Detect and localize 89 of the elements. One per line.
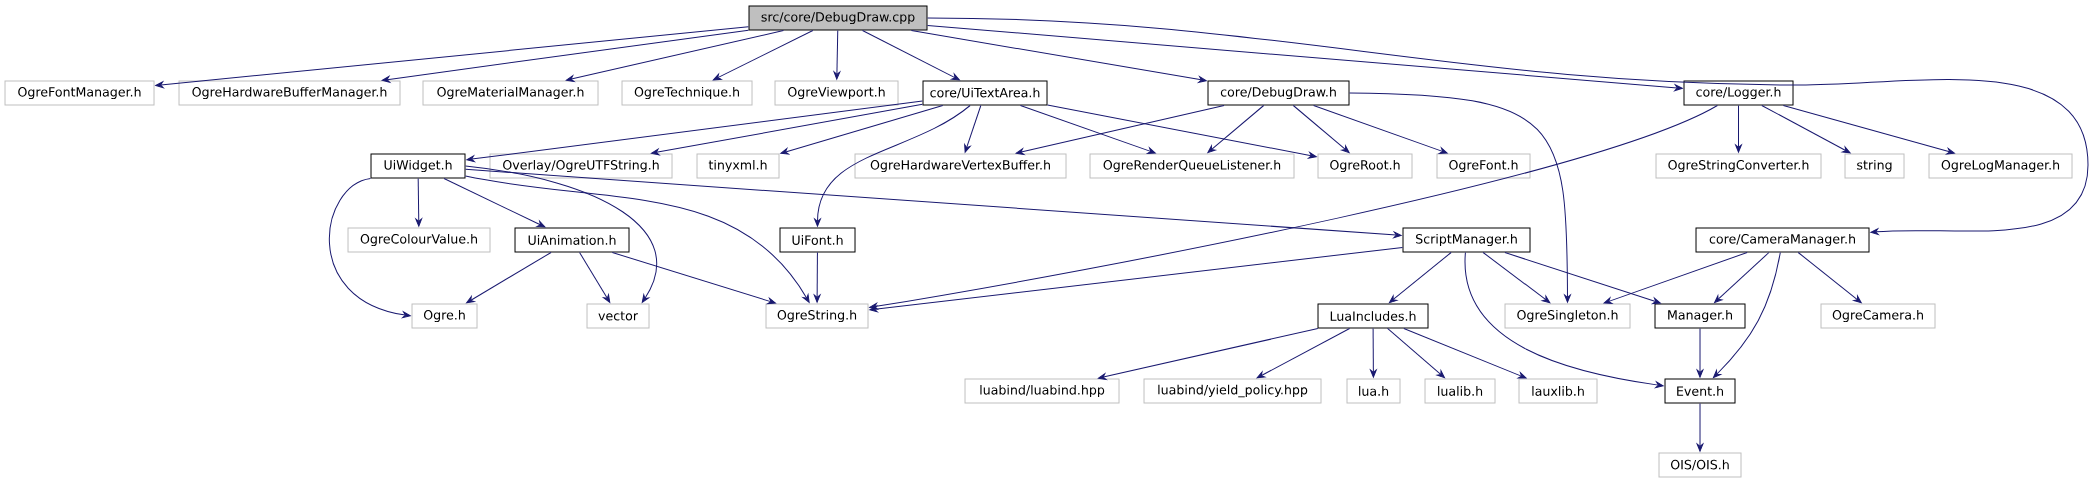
file-box: UiAnimation.h (514, 227, 630, 253)
file-box: core/UiTextArea.h (922, 80, 1048, 106)
arrow (1735, 105, 1742, 153)
arrow (1256, 328, 1351, 379)
arrow (1207, 105, 1265, 154)
arrow (465, 175, 810, 303)
file-box: lauxlib.h (1518, 378, 1598, 404)
arrow (1712, 252, 1781, 379)
file-box: src/core/DebugDraw.cpp (748, 5, 928, 31)
file-box: core/CameraManager.h (1695, 227, 1870, 253)
file-box: ScriptManager.h (1402, 227, 1531, 253)
file-box: string (1844, 153, 1905, 179)
arrow (565, 30, 784, 82)
file-box: OgreHardwareBufferManager.h (178, 80, 401, 106)
arrow (927, 17, 2089, 235)
file-box: core/DebugDraw.h (1207, 80, 1350, 106)
file-box: luabind/luabind.hpp (964, 378, 1120, 404)
file-box: OgreLogManager.h (1928, 153, 2073, 179)
arrow (1047, 104, 1317, 159)
file-box: LuaIncludes.h (1317, 303, 1429, 329)
arrow (1292, 105, 1350, 154)
arrow (1464, 252, 1664, 389)
arrow (1504, 252, 1661, 305)
arrow (651, 103, 923, 156)
arrow (466, 100, 923, 163)
arrow (1761, 105, 1851, 154)
file-box: OgreCamera.h (1820, 303, 1936, 329)
arrow (579, 252, 611, 303)
file-box: OgreStringConverter.h (1655, 153, 1822, 179)
file-box: luabind/yield_policy.hpp (1143, 378, 1322, 404)
file-box: OgreViewport.h (774, 80, 899, 106)
file-box: tinyxml.h (696, 153, 780, 179)
file-box: OgreTechnique.h (621, 80, 753, 106)
file-box: vector (586, 303, 650, 329)
arrow (155, 26, 749, 89)
arrow (1370, 328, 1377, 378)
arrow (1782, 105, 1955, 155)
arrow (1482, 252, 1551, 304)
arrow (964, 105, 982, 153)
file-box: OgreColourValue.h (347, 227, 491, 253)
arrow (1313, 105, 1448, 154)
arrow (814, 105, 971, 227)
file-box: OgreRenderQueueListener.h (1089, 153, 1295, 179)
arrow (862, 30, 960, 81)
file-box: OgreHardwareVertexBuffer.h (854, 153, 1067, 179)
arrow (1019, 105, 1156, 154)
file-box: lualib.h (1424, 378, 1496, 404)
arrow (1349, 92, 1571, 303)
arrow (611, 252, 776, 305)
arrow (381, 29, 749, 83)
arrow (1388, 252, 1452, 304)
file-box: Overlay/OgreUTFString.h (489, 153, 673, 179)
file-box: OgreFont.h (1436, 153, 1531, 179)
arrow (833, 30, 841, 80)
arrow (780, 105, 944, 155)
arrow (465, 165, 658, 303)
arrow (869, 105, 1718, 310)
file-box: lua.h (1346, 378, 1401, 404)
arrow (443, 178, 546, 228)
file-box: OgreSingleton.h (1504, 303, 1631, 329)
arrow (927, 24, 1683, 92)
file-box: OgreFontManager.h (4, 80, 155, 106)
arrow (712, 30, 814, 81)
file-box: UiWidget.h (370, 153, 466, 179)
file-box: OgreRoot.h (1317, 153, 1413, 179)
arrow (1403, 328, 1527, 379)
arrow (1015, 105, 1225, 155)
arrow (1387, 328, 1445, 379)
file-box: UiFont.h (779, 227, 856, 253)
file-box: Event.h (1664, 378, 1736, 404)
arrow (1603, 252, 1748, 304)
arrow (1797, 252, 1862, 304)
arrow (1696, 403, 1704, 452)
arrow (1696, 328, 1704, 378)
file-box: Manager.h (1654, 303, 1746, 329)
arrow (465, 168, 1402, 239)
arrow (910, 30, 1207, 83)
file-box: OgreString.h (765, 303, 869, 329)
arrow (1097, 328, 1319, 380)
file-box: core/Logger.h (1683, 80, 1794, 106)
arrow (329, 178, 411, 319)
arrow (415, 178, 423, 227)
file-box: Ogre.h (411, 303, 478, 329)
arrow (1714, 252, 1770, 304)
file-box: OIS/OIS.h (1658, 452, 1742, 478)
file-box: OgreMaterialManager.h (422, 80, 599, 106)
arrow (466, 252, 552, 304)
arrow (813, 252, 821, 303)
arrow (869, 247, 1403, 313)
